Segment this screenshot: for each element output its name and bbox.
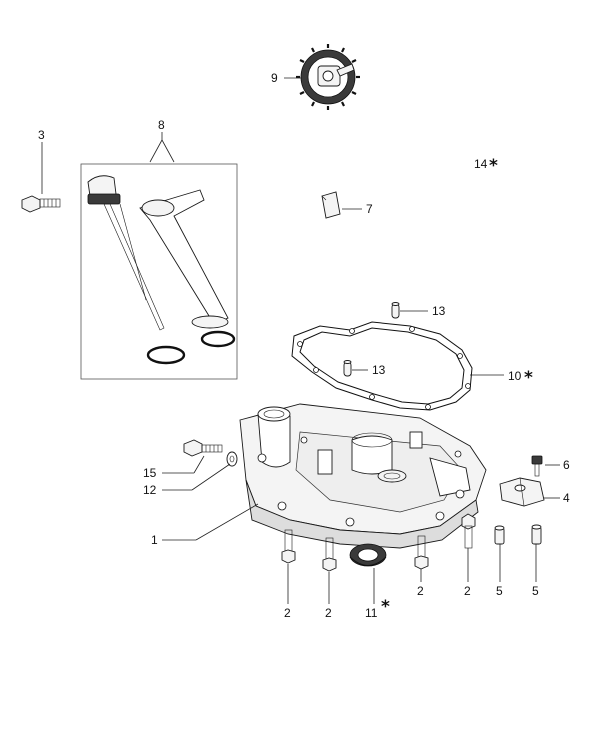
asterisk-10: *: [524, 368, 533, 388]
callout-13-top: 13: [432, 304, 446, 318]
callout-7: 7: [366, 202, 373, 216]
part-2-bolt-c: [414, 535, 429, 570]
asterisk-11: *: [381, 597, 390, 617]
callout-6: 6: [563, 458, 570, 472]
part-2-bolt-a: [281, 529, 296, 564]
part-7-key: [321, 191, 341, 219]
callout-14: 14: [474, 157, 488, 171]
part-1-crankcase-cover: [239, 403, 487, 549]
part-5-pin-a: [494, 525, 505, 545]
part-2-bolt-d: [461, 513, 476, 549]
part-5-pin-b: [531, 524, 542, 545]
callout-1: 1: [151, 533, 158, 547]
asterisk-14: *: [489, 156, 498, 176]
callout-15: 15: [143, 466, 157, 480]
callout-10: 10: [508, 369, 522, 383]
part-13-dowel-pin-a: [391, 302, 400, 319]
callout-2-d: 2: [464, 584, 471, 598]
callout-11: 11: [365, 606, 378, 620]
callout-5-b: 5: [532, 584, 539, 598]
part-11-oil-seal: [349, 543, 387, 567]
callout-13-lower: 13: [372, 363, 386, 377]
callout-3: 3: [38, 128, 45, 142]
callout-9: 9: [271, 71, 278, 85]
callout-2-c: 2: [417, 584, 424, 598]
part-8-dipstick-assembly: [80, 163, 238, 380]
callout-5-a: 5: [496, 584, 503, 598]
part-9-fan-gear: [296, 44, 360, 110]
part-15-bolt: [183, 439, 223, 457]
part-3-bolt: [21, 195, 61, 213]
callout-2-a: 2: [284, 606, 291, 620]
callout-12: 12: [143, 483, 157, 497]
part-2-bolt-b: [322, 537, 337, 572]
part-12-washer: [226, 451, 238, 467]
part-4-bracket: [499, 477, 545, 507]
part-6-screw: [531, 455, 543, 477]
leader-lines: [41, 77, 560, 604]
callout-4: 4: [563, 491, 570, 505]
callout-2-b: 2: [325, 606, 332, 620]
part-13-dowel-pin-b: [343, 360, 352, 377]
callout-8: 8: [158, 118, 165, 132]
part-10-gasket: [291, 321, 473, 411]
